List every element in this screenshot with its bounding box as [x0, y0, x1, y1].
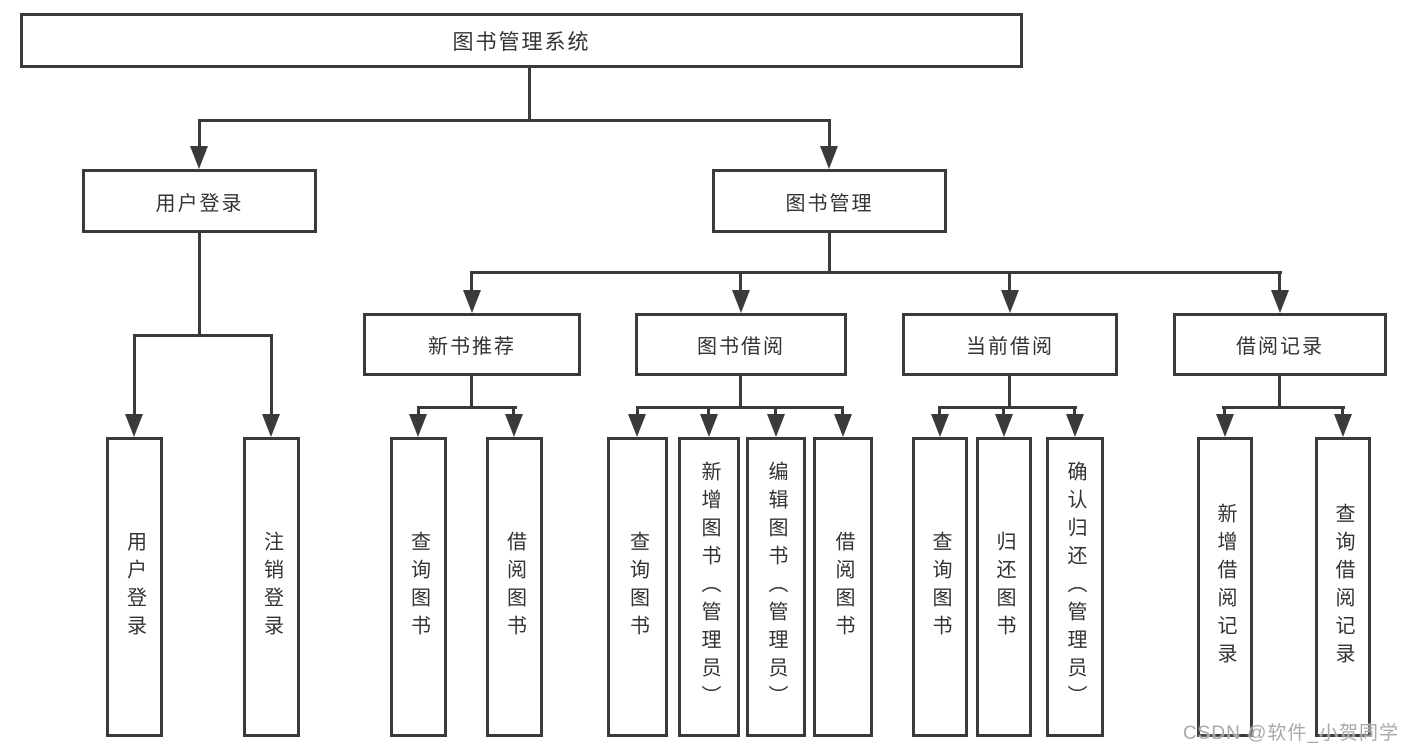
leaf-query-books-recommend: 查询图书 — [390, 437, 447, 737]
arrow-down-icon — [700, 414, 718, 437]
connector-shaft — [417, 406, 420, 417]
connector-split — [636, 406, 844, 409]
connector-login-trunk — [198, 233, 201, 337]
leaf-query-books-current: 查询图书 — [912, 437, 968, 737]
connector-split — [939, 406, 1077, 409]
arrow-down-icon — [1334, 414, 1352, 437]
node-user-login: 用户登录 — [82, 169, 317, 233]
arrow-down-icon — [628, 414, 646, 437]
arrow-down-icon — [732, 290, 750, 313]
arrow-down-icon — [995, 414, 1013, 437]
connector-split — [1222, 406, 1345, 409]
leaf-query-borrow-record: 查询借阅记录 — [1315, 437, 1371, 737]
connector-shaft — [198, 119, 201, 149]
node-new-book-recommend: 新书推荐 — [363, 313, 581, 376]
node-book-management: 图书管理 — [712, 169, 947, 233]
leaf-borrow-books-recommend: 借阅图书 — [486, 437, 543, 737]
connector-shaft — [133, 334, 136, 417]
connector-mgmt-trunk — [828, 233, 831, 274]
connector-shaft — [1008, 271, 1011, 293]
arrow-down-icon — [125, 414, 143, 437]
node-borrow-records: 借阅记录 — [1173, 313, 1387, 376]
connector-trunk — [739, 376, 742, 408]
connector-shaft — [512, 406, 515, 417]
connector-mgmt-split — [470, 271, 1282, 274]
leaf-add-borrow-record: 新增借阅记录 — [1197, 437, 1253, 737]
connector-shaft — [774, 406, 777, 417]
connector-shaft — [1073, 406, 1076, 417]
connector-root-split — [198, 119, 831, 122]
arrow-down-icon — [190, 146, 208, 169]
leaf-borrow-books: 借阅图书 — [813, 437, 873, 737]
leaf-edit-book-admin: 编辑图书（管理员） — [746, 437, 806, 737]
connector-shaft — [636, 406, 639, 417]
node-current-borrow: 当前借阅 — [902, 313, 1118, 376]
arrow-down-icon — [262, 414, 280, 437]
watermark: CSDN @软件_小贺同学 — [1183, 723, 1399, 744]
connector-shaft — [1223, 406, 1226, 417]
leaf-confirm-return-admin: 确认归还（管理员） — [1046, 437, 1104, 737]
arrow-down-icon — [409, 414, 427, 437]
node-system-root: 图书管理系统 — [20, 13, 1023, 68]
connector-shaft — [470, 271, 473, 293]
connector-shaft — [1278, 271, 1281, 293]
connector-root-trunk — [528, 68, 531, 122]
connector-shaft — [938, 406, 941, 417]
connector-shaft — [1341, 406, 1344, 417]
connector-trunk — [1278, 376, 1281, 408]
connector-trunk — [1008, 376, 1011, 408]
leaf-logout: 注销登录 — [243, 437, 300, 737]
arrow-down-icon — [463, 290, 481, 313]
connector-shaft — [828, 119, 831, 149]
arrow-down-icon — [931, 414, 949, 437]
arrow-down-icon — [505, 414, 523, 437]
connector-shaft — [270, 334, 273, 417]
connector-trunk — [470, 376, 473, 408]
node-book-borrow: 图书借阅 — [635, 313, 847, 376]
leaf-query-books-borrow: 查询图书 — [607, 437, 668, 737]
connector-shaft — [841, 406, 844, 417]
connector-shaft — [739, 271, 742, 293]
arrow-down-icon — [1066, 414, 1084, 437]
arrow-down-icon — [1001, 290, 1019, 313]
connector-shaft — [707, 406, 710, 417]
arrow-down-icon — [1216, 414, 1234, 437]
leaf-user-login: 用户登录 — [106, 437, 163, 737]
connector-login-split — [133, 334, 273, 337]
connector-shaft — [1002, 406, 1005, 417]
leaf-return-book: 归还图书 — [976, 437, 1032, 737]
leaf-add-book-admin: 新增图书（管理员） — [678, 437, 740, 737]
arrow-down-icon — [1271, 290, 1289, 313]
arrow-down-icon — [820, 146, 838, 169]
arrow-down-icon — [834, 414, 852, 437]
arrow-down-icon — [767, 414, 785, 437]
connector-split — [417, 406, 517, 409]
